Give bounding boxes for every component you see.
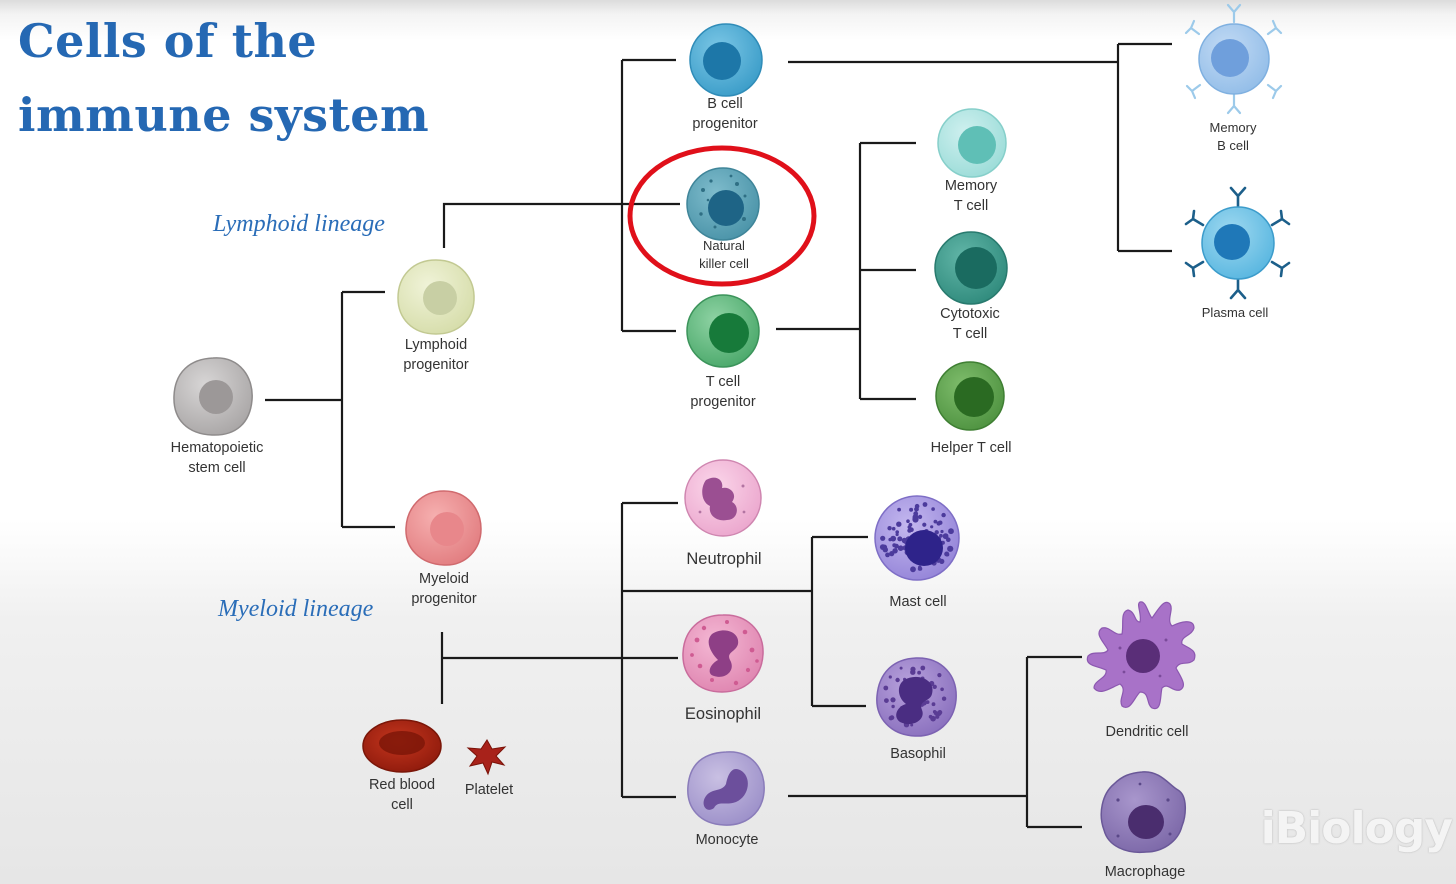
page-title-line-2: immune system bbox=[18, 88, 430, 142]
lymphoid-progenitor-icon bbox=[397, 259, 475, 335]
basophil-label: Basophil bbox=[890, 746, 946, 762]
neutrophil-icon bbox=[684, 459, 762, 537]
page-title-line-1: Cells of the bbox=[18, 14, 318, 68]
myeloid-lineage-label: Myeloid lineage bbox=[218, 596, 374, 622]
myeloid-progenitor-icon bbox=[405, 490, 482, 566]
highlight-circle bbox=[627, 145, 817, 287]
dendritic-cell-icon bbox=[1086, 601, 1196, 710]
red-blood-cell-label: Red blood cell bbox=[368, 777, 436, 813]
lymphoid-lineage-label: Lymphoid lineage bbox=[213, 211, 385, 237]
cytotoxic-t-cell-icon bbox=[934, 231, 1008, 305]
monocyte-icon bbox=[687, 751, 765, 826]
connector-lines bbox=[265, 42, 1172, 829]
eosinophil-icon bbox=[682, 614, 764, 693]
neutrophil-label: Neutrophil bbox=[686, 550, 762, 568]
macrophage-icon bbox=[1100, 771, 1186, 854]
nk-cell-label: Natural killer cell bbox=[699, 238, 749, 271]
dendritic-cell-label: Dendritic cell bbox=[1105, 724, 1189, 740]
t-cell-progenitor-label: T cell progenitor bbox=[690, 374, 756, 410]
helper-t-cell-icon bbox=[935, 361, 1005, 431]
basophil-icon bbox=[876, 657, 957, 737]
eosinophil-label: Eosinophil bbox=[684, 705, 762, 723]
plasma-cell-icon bbox=[1184, 186, 1291, 300]
red-blood-cell-icon bbox=[362, 719, 442, 773]
mast-cell-label: Mast cell bbox=[889, 594, 947, 610]
natural-killer-cell-icon bbox=[686, 167, 760, 241]
memory-t-cell-label: Memory T cell bbox=[944, 178, 998, 214]
t-cell-progenitor-icon bbox=[686, 294, 760, 368]
b-cell-progenitor-icon bbox=[689, 23, 763, 97]
memory-b-cell-label: Memory B cell bbox=[1209, 120, 1257, 153]
hematopoietic-stem-cell-icon bbox=[173, 357, 253, 436]
lymphoid-progenitor-label: Lymphoid progenitor bbox=[403, 337, 469, 373]
mast-cell-icon bbox=[874, 495, 960, 581]
hsc-label: Hematopoietic stem cell bbox=[170, 440, 264, 476]
memory-t-cell-icon bbox=[937, 108, 1007, 178]
watermark-logo: iBiology bbox=[1260, 803, 1453, 854]
plasma-cell-label: Plasma cell bbox=[1201, 305, 1269, 320]
platelet-icon bbox=[466, 739, 507, 776]
monocyte-label: Monocyte bbox=[695, 832, 759, 848]
cytotoxic-t-cell-label: Cytotoxic T cell bbox=[940, 306, 1000, 342]
macrophage-label: Macrophage bbox=[1104, 864, 1186, 880]
myeloid-progenitor-label: Myeloid progenitor bbox=[411, 571, 477, 607]
platelet-label: Platelet bbox=[464, 782, 514, 798]
b-cell-progenitor-label: B cell progenitor bbox=[692, 96, 758, 132]
memory-b-cell-icon bbox=[1184, 3, 1283, 115]
helper-t-cell-label: Helper T cell bbox=[930, 440, 1012, 456]
